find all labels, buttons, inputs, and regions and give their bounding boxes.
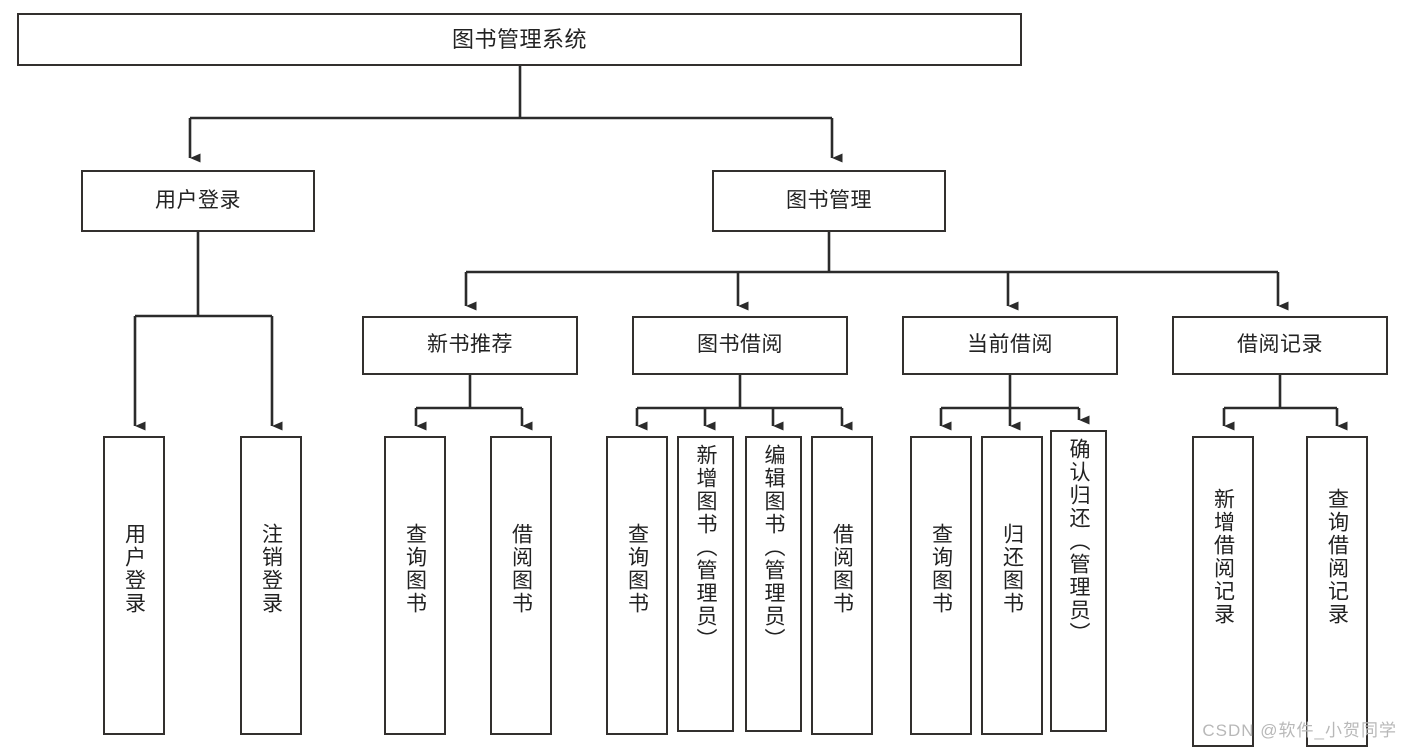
leaf-add-book-admin[interactable]: 新增图书（管理员）	[677, 436, 734, 732]
node-label: 归还图书	[1000, 523, 1024, 615]
node-label: 图书借阅	[697, 333, 783, 357]
node-label: 图书管理系统	[451, 26, 587, 52]
leaf-query-book-borrow[interactable]: 查询图书	[606, 436, 668, 735]
node-current-borrow[interactable]: 当前借阅	[902, 316, 1118, 375]
leaf-user-login[interactable]: 用户登录	[103, 436, 165, 735]
node-label: 当前借阅	[967, 333, 1053, 357]
node-label: 确认归还（管理员）	[1067, 438, 1090, 645]
node-label: 借阅记录	[1237, 333, 1323, 357]
node-book-management[interactable]: 图书管理	[712, 170, 946, 232]
csdn-watermark: CSDN @软件_小贺同学	[1202, 721, 1397, 740]
node-new-book-recommend[interactable]: 新书推荐	[362, 316, 578, 375]
node-label: 新书推荐	[427, 333, 513, 357]
node-label: 用户登录	[122, 523, 146, 615]
node-book-borrow[interactable]: 图书借阅	[632, 316, 848, 375]
node-label: 用户登录	[155, 188, 241, 212]
node-label: 查询图书	[929, 523, 953, 615]
leaf-add-borrow-record[interactable]: 新增借阅记录	[1192, 436, 1254, 747]
leaf-borrow-book-recommend[interactable]: 借阅图书	[490, 436, 552, 735]
node-label: 新增借阅记录	[1211, 488, 1235, 626]
node-label: 查询图书	[403, 523, 427, 615]
leaf-confirm-return-admin[interactable]: 确认归还（管理员）	[1050, 430, 1107, 732]
node-label: 查询借阅记录	[1325, 488, 1349, 626]
leaf-borrow-book[interactable]: 借阅图书	[811, 436, 873, 735]
node-user-login[interactable]: 用户登录	[81, 170, 315, 232]
leaf-query-book-recommend[interactable]: 查询图书	[384, 436, 446, 735]
leaf-query-book-current[interactable]: 查询图书	[910, 436, 972, 735]
node-label: 图书管理	[786, 188, 872, 212]
leaf-query-borrow-record[interactable]: 查询借阅记录	[1306, 436, 1368, 747]
node-root-system[interactable]: 图书管理系统	[17, 13, 1022, 66]
leaf-logout[interactable]: 注销登录	[240, 436, 302, 735]
node-borrow-record[interactable]: 借阅记录	[1172, 316, 1388, 375]
node-label: 查询图书	[625, 523, 649, 615]
leaf-edit-book-admin[interactable]: 编辑图书（管理员）	[745, 436, 802, 732]
leaf-return-book[interactable]: 归还图书	[981, 436, 1043, 735]
node-label: 编辑图书（管理员）	[762, 444, 785, 651]
node-label: 新增图书（管理员）	[694, 444, 717, 651]
node-label: 注销登录	[259, 523, 283, 615]
node-label: 借阅图书	[830, 523, 854, 615]
node-label: 借阅图书	[509, 523, 533, 615]
